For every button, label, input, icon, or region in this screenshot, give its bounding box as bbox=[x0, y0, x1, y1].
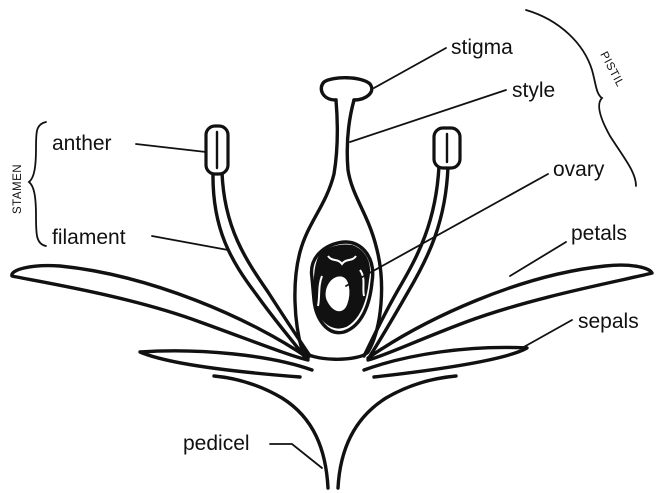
anther-leader bbox=[136, 144, 206, 152]
pedicel-stem bbox=[214, 376, 456, 488]
sepals-shape bbox=[140, 347, 527, 377]
label-stigma: stigma bbox=[451, 36, 513, 59]
filament-leader bbox=[152, 236, 228, 250]
label-ovary: ovary bbox=[553, 158, 605, 181]
sepals-leader bbox=[522, 320, 572, 348]
pistil-shape bbox=[295, 78, 382, 360]
label-stamen-group: STAMEN bbox=[12, 164, 24, 214]
petals-leader bbox=[510, 242, 566, 276]
stamen-bracket bbox=[29, 122, 46, 246]
label-style: style bbox=[512, 79, 555, 102]
label-petals: petals bbox=[571, 222, 627, 245]
style-leader bbox=[350, 90, 506, 142]
label-anther: anther bbox=[52, 132, 112, 155]
stigma-leader bbox=[374, 48, 446, 88]
stamen-left bbox=[206, 126, 310, 356]
label-pedicel: pedicel bbox=[183, 432, 250, 455]
label-filament: filament bbox=[52, 226, 126, 249]
label-sepals: sepals bbox=[578, 310, 639, 333]
label-pistil-group: PISTIL bbox=[597, 50, 626, 89]
pedicel-leader bbox=[270, 444, 322, 468]
